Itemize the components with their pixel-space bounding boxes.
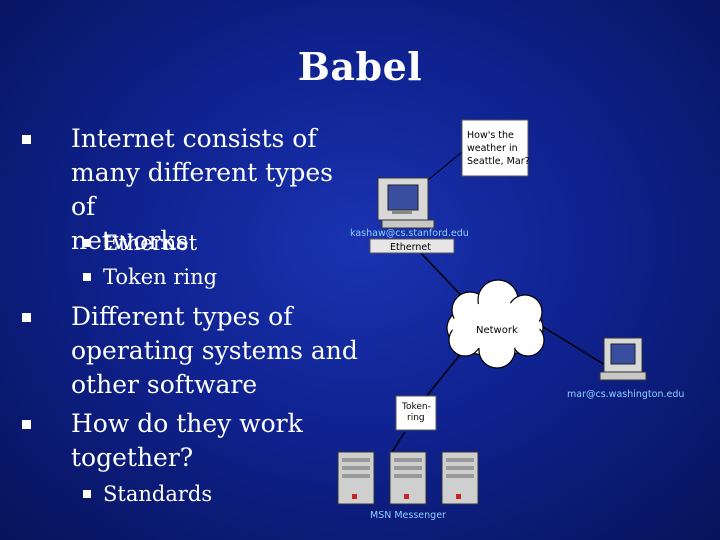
speech-bubble <box>461 119 529 177</box>
network-cloud-icon <box>446 279 545 369</box>
token-ring-line-1: Token- <box>401 402 431 412</box>
subbullet-text: Standards <box>103 482 213 506</box>
link-token-servers <box>391 431 406 453</box>
link-network-right-pc <box>539 324 606 366</box>
right-computer-icon <box>599 337 647 381</box>
bullet-marker <box>22 135 31 144</box>
bullet-line: operating systems and <box>71 336 358 365</box>
bullet-operating-systems: Different types of operating systems and… <box>22 300 361 402</box>
server-icon <box>389 451 427 505</box>
subbullet-marker <box>83 490 91 498</box>
speech-pointer <box>427 151 463 181</box>
token-ring-line-2: ring <box>407 413 425 423</box>
speech-line-3: Seattle, Mar? <box>467 156 530 167</box>
speech-line-1: How's the <box>467 130 514 141</box>
right-user-label: mar@cs.washington.edu <box>567 389 684 400</box>
bullet-work-together: How do they work together? <box>22 407 361 475</box>
bullet-line: many different types of <box>71 158 333 221</box>
speech-line-2: weather in <box>467 143 518 154</box>
server-icon <box>441 451 479 505</box>
bullet-line: How do they work <box>71 409 303 438</box>
server-icon <box>337 451 375 505</box>
servers-label: MSN Messenger <box>370 510 446 521</box>
bullet-line: Different types of <box>71 302 293 331</box>
bullet-marker <box>22 313 31 322</box>
ethernet-bar <box>369 238 455 254</box>
subbullet-text: Ethernet <box>103 231 198 255</box>
subbullet-ethernet: Ethernet <box>83 229 198 257</box>
bullet-marker <box>22 420 31 429</box>
subbullet-text: Token ring <box>103 265 218 289</box>
subbullet-marker <box>83 239 91 247</box>
bullet-line: Internet consists of <box>71 124 317 153</box>
left-user-label: kashaw@cs.stanford.edu <box>350 228 469 239</box>
network-label: Network <box>476 325 518 336</box>
subbullet-token-ring: Token ring <box>83 263 218 291</box>
subbullet-standards: Standards <box>83 480 213 508</box>
slide-title: Babel <box>297 44 423 89</box>
token-ring-box <box>395 395 437 431</box>
ethernet-label: Ethernet <box>390 242 431 253</box>
bullet-line: together? <box>71 443 194 472</box>
left-computer-icon <box>377 177 435 229</box>
subbullet-marker <box>83 273 91 281</box>
bullet-line: other software <box>71 370 258 399</box>
